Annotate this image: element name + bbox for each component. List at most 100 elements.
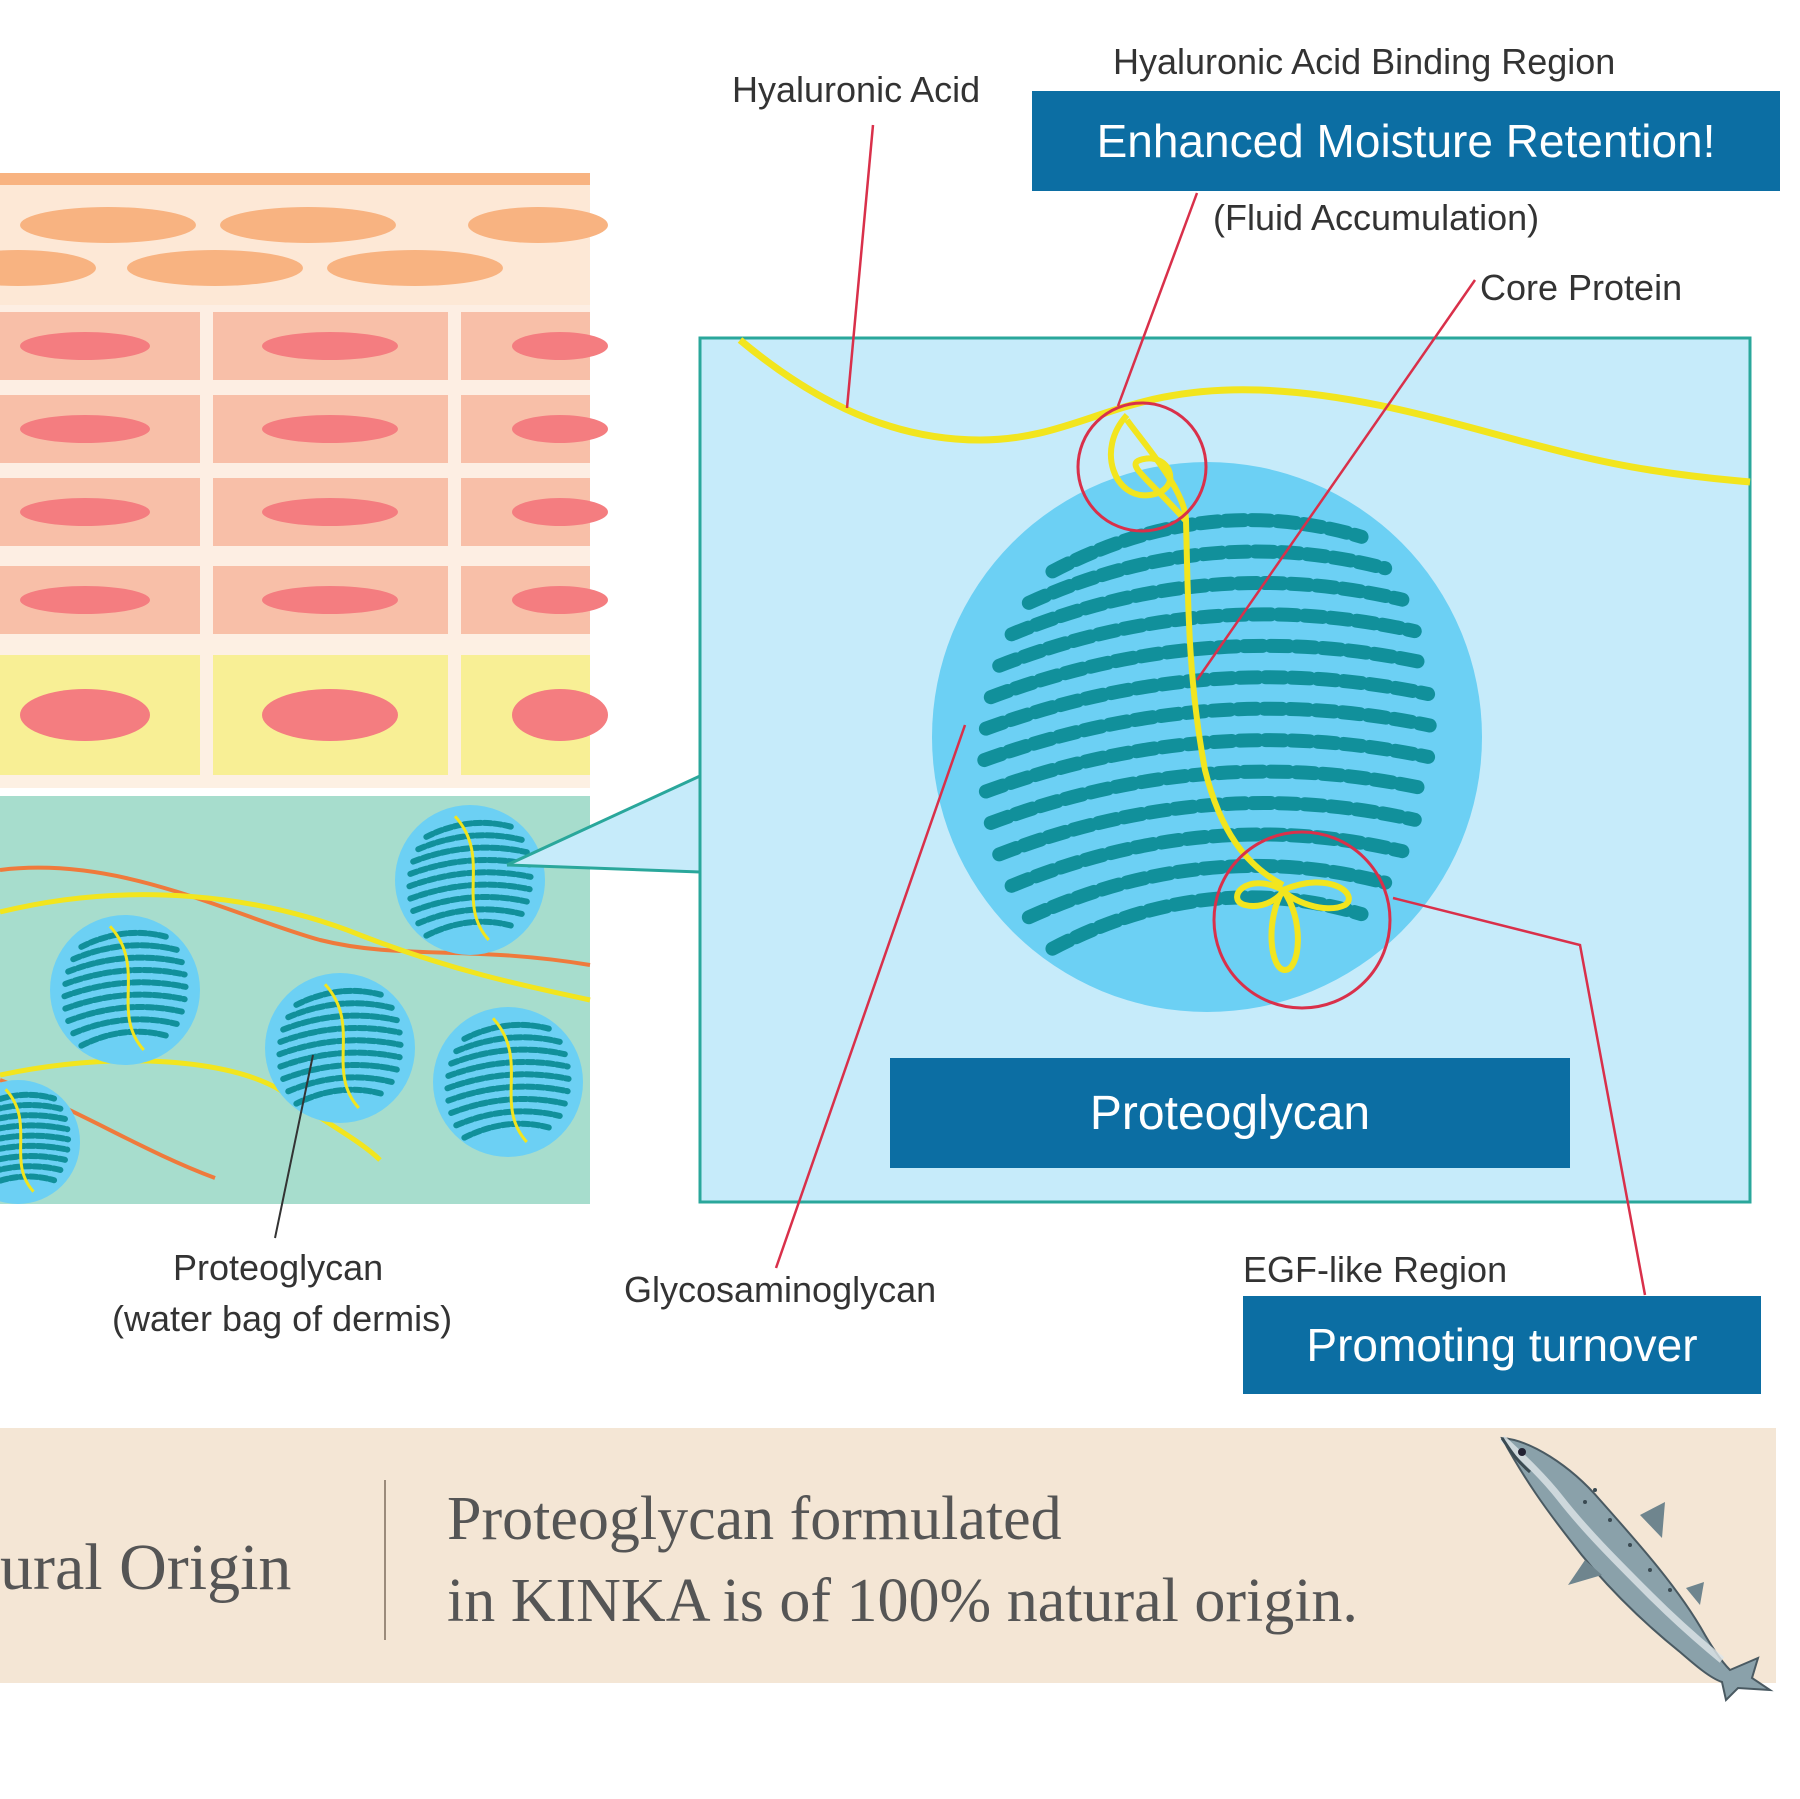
- magnified-panel: [506, 336, 1752, 1204]
- small-proteoglycan: [433, 1007, 583, 1157]
- gag-chain: [62, 966, 188, 987]
- gag-chain: [0, 1173, 58, 1184]
- gag-chain: [1004, 575, 1410, 642]
- small-core-protein: [108, 925, 145, 1052]
- gag-chain: [1045, 513, 1369, 579]
- moisture-retention-text: Enhanced Moisture Retention!: [1096, 115, 1716, 167]
- gag-chain: [70, 942, 180, 963]
- leader-core-protein: [1195, 279, 1477, 681]
- skin-cross-section: [0, 173, 608, 1204]
- gag-chain: [453, 1108, 563, 1129]
- leader-hyaluronic: [845, 124, 875, 409]
- gag-chain: [453, 1034, 563, 1055]
- stratum-corneum: [0, 185, 590, 305]
- gag-chain: [0, 1102, 64, 1112]
- label-binding-region: Hyaluronic Acid Binding Region: [1113, 41, 1616, 82]
- gag-chain: [444, 1071, 572, 1092]
- leader-egf: [1392, 896, 1647, 1296]
- salmon-icon: [1499, 1435, 1774, 1702]
- gag-chain: [0, 1142, 71, 1153]
- epidermis-cells: [0, 305, 608, 640]
- gag-chain: [978, 670, 1436, 736]
- gag-chain: [410, 894, 530, 914]
- gag-chain: [423, 819, 517, 840]
- gag-chain: [461, 1021, 555, 1042]
- gag-chain: [415, 832, 525, 853]
- gag-chain: [0, 1153, 68, 1163]
- gag-chain: [277, 1024, 403, 1045]
- gag-chain: [62, 991, 188, 1012]
- banner-line-2: in KINKA is of 100% natural origin.: [447, 1567, 1358, 1635]
- panel-border: [698, 336, 1752, 1204]
- gag-chain: [0, 1163, 64, 1174]
- gag-chain: [0, 1091, 58, 1103]
- label-egf-region: EGF-like Region: [1243, 1249, 1508, 1290]
- banner-line-1: Proteoglycan formulated: [447, 1485, 1062, 1553]
- small-core-protein: [491, 1017, 528, 1144]
- binding-region-circle: [1076, 401, 1208, 533]
- leader-lines: [774, 124, 1647, 1296]
- banner-left-text: ural Origin: [0, 1531, 292, 1604]
- gag-chain: [423, 918, 517, 939]
- label-fluid-accumulation: (Fluid Accumulation): [1213, 197, 1540, 238]
- proteoglycan-box-text: Proteoglycan: [1089, 1086, 1371, 1140]
- egf-loops: [1234, 879, 1352, 974]
- small-gag-chains: [276, 987, 404, 1107]
- promoting-turnover-box: Promoting turnover: [1243, 1296, 1761, 1394]
- small-proteoglycan: [265, 973, 415, 1123]
- gag-chain: [445, 1083, 571, 1104]
- gag-chain: [461, 1120, 555, 1141]
- label-hyaluronic-acid: Hyaluronic Acid: [732, 69, 981, 110]
- gag-chain: [445, 1058, 571, 1079]
- proteoglycan-box: Proteoglycan: [890, 1058, 1570, 1168]
- small-core-protein: [4, 1088, 35, 1193]
- natural-origin-banner: ural Origin Proteoglycan formulated in K…: [0, 1428, 1776, 1683]
- small-proteoglycans: [0, 805, 583, 1204]
- gag-chain: [406, 869, 534, 890]
- gag-chain: [448, 1096, 568, 1116]
- gag-chain: [415, 906, 525, 927]
- gag-chain: [407, 881, 533, 902]
- gag-chain: [280, 1062, 400, 1082]
- skin-top-border: [0, 173, 590, 185]
- small-proteoglycan: [50, 915, 200, 1065]
- moisture-retention-box: Enhanced Moisture Retention!: [1032, 91, 1780, 191]
- gag-chain: [293, 1086, 387, 1107]
- small-core-protein: [453, 815, 490, 942]
- gag-chain: [977, 701, 1437, 768]
- gag-chain: [1021, 544, 1393, 610]
- gag-chain: [78, 1028, 172, 1049]
- gag-chain: [293, 987, 387, 1008]
- flat-cells: [0, 207, 608, 286]
- gag-chain: [277, 1049, 403, 1070]
- gag-chain: [285, 1074, 395, 1095]
- egf-region-circle: [1212, 830, 1392, 1010]
- gag-chain: [65, 1004, 185, 1024]
- small-gag-chains: [0, 1091, 72, 1184]
- label-glycosaminoglycan: Glycosaminoglycan: [624, 1269, 937, 1310]
- small-core-protein: [323, 983, 360, 1110]
- gag-chain: [983, 638, 1431, 705]
- gag-chain: [61, 979, 189, 1000]
- small-gag-chains: [444, 1021, 572, 1141]
- binding-loop: [1107, 412, 1188, 522]
- leader-glycosaminoglycan: [774, 724, 967, 1269]
- small-proteoglycan: [395, 805, 545, 955]
- hyaluronic-acid-strand: [737, 337, 1751, 486]
- gag-chain: [0, 1132, 72, 1143]
- gag-chain: [1004, 827, 1410, 893]
- gag-chain: [285, 1000, 395, 1021]
- gag-chain: [992, 607, 1422, 673]
- gag-chain: [992, 796, 1422, 862]
- gag-chain: [70, 1016, 180, 1037]
- gag-chain: [1045, 890, 1369, 956]
- promoting-turnover-text: Promoting turnover: [1306, 1319, 1698, 1371]
- gag-chain: [78, 929, 172, 950]
- banner-background: [0, 1428, 1776, 1683]
- basal-layer: [0, 640, 608, 788]
- label-water-bag: (water bag of dermis): [112, 1298, 453, 1339]
- label-core-protein: Core Protein: [1480, 267, 1683, 308]
- gag-chain: [1021, 858, 1393, 925]
- label-proteoglycan-small: Proteoglycan: [173, 1247, 384, 1288]
